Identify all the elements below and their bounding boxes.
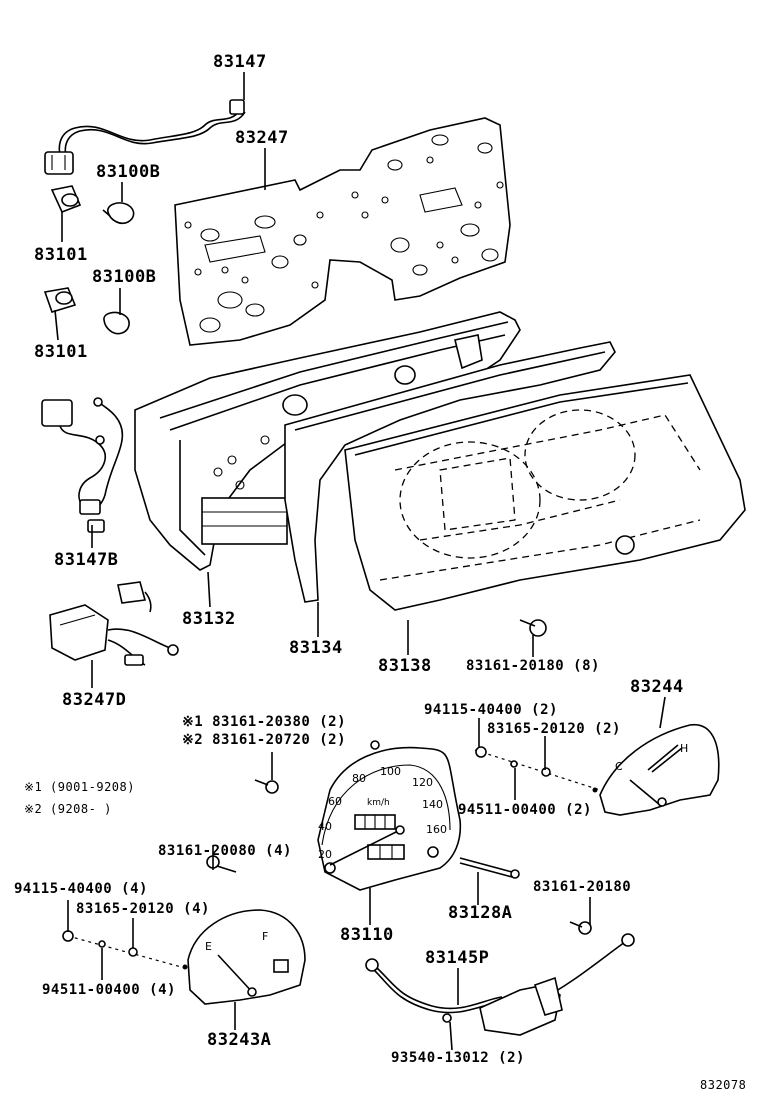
label-94115-40400-4: 94115-40400 (4) — [14, 881, 148, 897]
fuel-gauge-83243a: E F — [62, 909, 306, 1005]
cluster-case-83132 — [134, 311, 521, 571]
label-83247d: 83247D — [62, 690, 127, 710]
socket-83101-lower — [43, 287, 77, 313]
label-83247: 83247 — [235, 128, 289, 148]
label-83244: 83244 — [630, 677, 684, 697]
label-83101-upper: 83101 — [34, 245, 88, 265]
speedo-unit: km/h — [367, 798, 390, 808]
note-1: ※1 (9001-9208) — [24, 780, 135, 794]
speedo-tick-60: 60 — [328, 795, 342, 808]
speedo-tick-140: 140 — [422, 798, 443, 811]
label-83161-20380-2: ※1 83161-20380 (2) — [182, 714, 347, 730]
label-83161-20080-4: 83161-20080 (4) — [158, 843, 292, 859]
printed-circuit-plate — [174, 117, 511, 346]
label-83165-20120-4: 83165-20120 (4) — [76, 901, 210, 917]
fuel-full-mark: F — [262, 930, 268, 943]
cable-83145p — [365, 921, 635, 1036]
label-83145p: 83145P — [425, 948, 490, 968]
label-83161-20180-8: 83161-20180 (8) — [466, 658, 600, 674]
label-83147b: 83147B — [54, 550, 119, 570]
label-94511-00400-4: 94511-00400 (4) — [42, 982, 176, 998]
pipe-83128a — [459, 857, 520, 879]
screw-83161-20180-group — [519, 619, 547, 637]
temp-cold-mark: C — [615, 760, 623, 773]
speedo-tick-20: 20 — [318, 848, 332, 861]
temp-gauge-83244: H C — [474, 723, 720, 816]
leader-lines — [54, 72, 666, 1051]
label-83243a: 83243A — [207, 1030, 272, 1050]
harness-83147b — [41, 397, 124, 533]
label-83110: 83110 — [340, 925, 394, 945]
label-83138: 83138 — [378, 656, 432, 676]
glass-83138 — [344, 374, 746, 611]
harness-83247d — [49, 581, 179, 666]
note-2: ※2 (9208- ) — [24, 802, 112, 816]
label-83165-20120-2: 83165-20120 (2) — [487, 721, 621, 737]
speedo-tick-40: 40 — [318, 820, 332, 833]
speedo-tick-160: 160 — [426, 823, 447, 836]
label-83161-20180: 83161-20180 — [533, 879, 632, 895]
label-83100b-upper: 83100B — [96, 162, 161, 182]
speedo-tick-100: 100 — [380, 765, 401, 778]
fuel-empty-mark: E — [205, 940, 212, 953]
bulb-83100b-lower — [103, 311, 130, 335]
label-94511-00400-2: 94511-00400 (2) — [458, 802, 592, 818]
figure-id: 832078 — [700, 1078, 747, 1092]
speedometer-83110: 20 40 60 80 100 120 140 160 km/h — [317, 740, 462, 891]
screw-83161-20380 — [254, 779, 279, 794]
label-83132: 83132 — [182, 609, 236, 629]
label-83128a: 83128A — [448, 903, 513, 923]
label-94115-40400-2: 94115-40400 (2) — [424, 702, 558, 718]
label-83147: 83147 — [213, 52, 267, 72]
harness-83147 — [44, 99, 246, 175]
label-83134: 83134 — [289, 638, 343, 658]
label-93540-13012-2: 93540-13012 (2) — [391, 1050, 525, 1066]
label-83101-lower: 83101 — [34, 342, 88, 362]
speedo-tick-80: 80 — [352, 772, 366, 785]
frame-83134 — [284, 341, 616, 603]
bulb-83100b-upper — [102, 202, 135, 225]
socket-83101-upper — [50, 185, 82, 214]
label-83100b-lower: 83100B — [92, 267, 157, 287]
speedo-tick-120: 120 — [412, 776, 433, 789]
label-83161-20720-2: ※2 83161-20720 (2) — [182, 732, 347, 748]
temp-hot-mark: H — [680, 742, 688, 755]
